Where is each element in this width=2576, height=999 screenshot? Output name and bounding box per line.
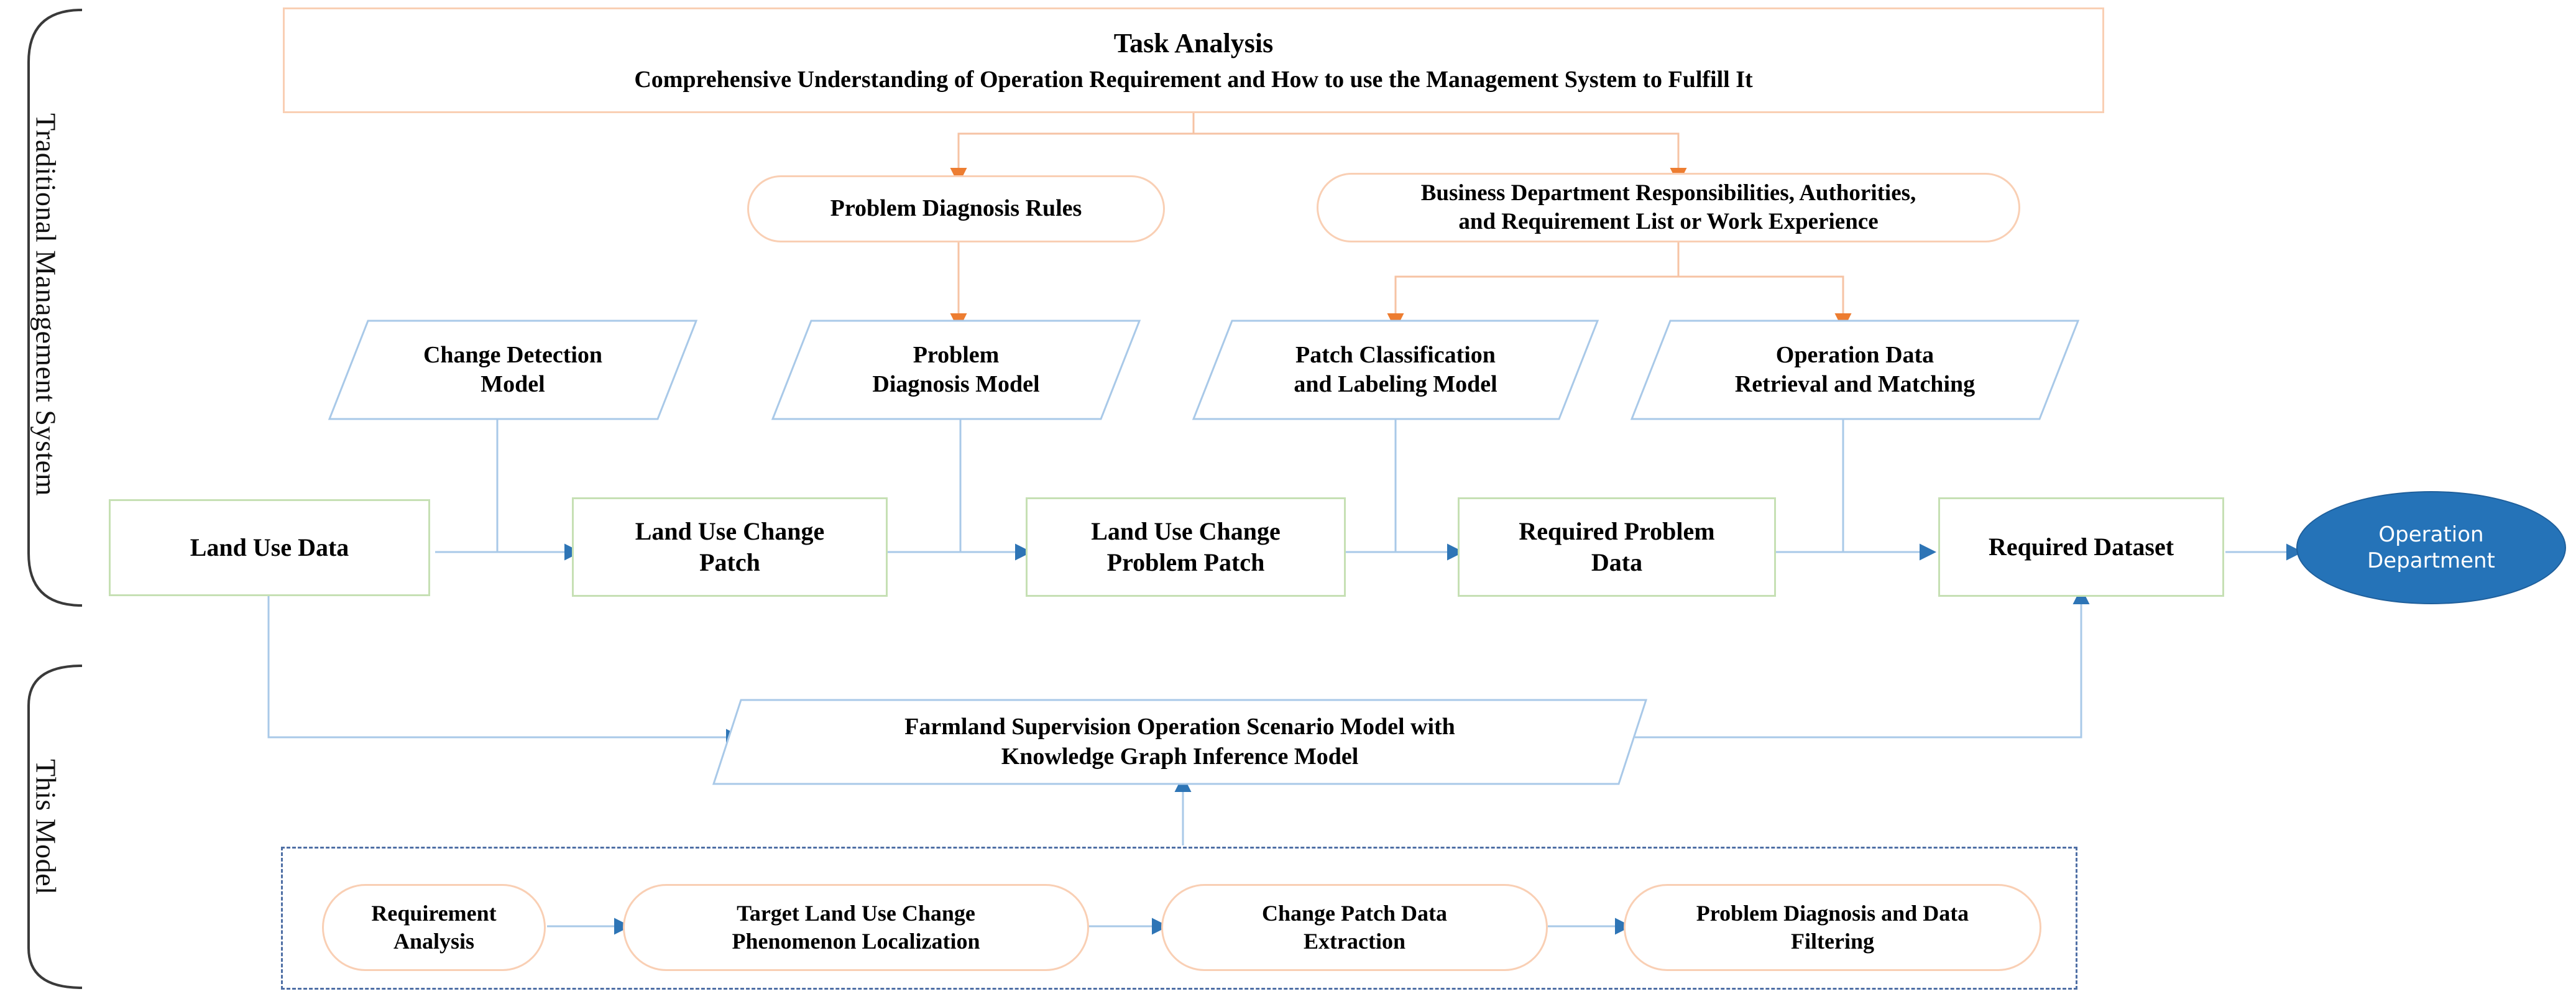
node-target-land-use-change-phenomenon-localization[interactable]: Target Land Use Change Phenomenon Locali… — [623, 884, 1089, 971]
node-label: Problem Diagnosis Model — [872, 341, 1040, 398]
node-problem-diagnosis-model[interactable]: Problem Diagnosis Model — [771, 320, 1141, 420]
node-land-use-data[interactable]: Land Use Data — [109, 499, 430, 596]
bracket-label-traditional: Traditional Management System — [30, 113, 62, 496]
node-land-use-change-problem-patch[interactable]: Land Use Change Problem Patch — [1026, 497, 1346, 597]
node-label: Operation Data Retrieval and Matching — [1734, 341, 1976, 398]
node-operation-department[interactable]: Operation Department — [2296, 491, 2566, 604]
node-requirement-analysis[interactable]: Requirement Analysis — [322, 884, 546, 971]
bracket-traditional-management-system — [27, 9, 83, 607]
node-problem-diagnosis-and-data-filtering[interactable]: Problem Diagnosis and Data Filtering — [1624, 884, 2041, 971]
bracket-this-model — [27, 665, 83, 989]
bracket-label-this-model: This Model — [30, 758, 62, 895]
task-analysis-subtitle: Comprehensive Understanding of Operation… — [634, 66, 1753, 93]
node-problem-diagnosis-rules[interactable]: Problem Diagnosis Rules — [747, 175, 1165, 242]
node-change-patch-data-extraction[interactable]: Change Patch Data Extraction — [1161, 884, 1548, 971]
node-required-problem-data[interactable]: Required Problem Data — [1458, 497, 1776, 597]
node-label: Patch Classification and Labeling Model — [1294, 341, 1497, 398]
node-label: Change Detection Model — [423, 341, 603, 398]
node-required-dataset[interactable]: Required Dataset — [1938, 497, 2224, 597]
task-analysis-title: Task Analysis — [1113, 27, 1274, 58]
node-land-use-change-patch[interactable]: Land Use Change Patch — [572, 497, 888, 597]
node-farmland-supervision-scenario-model[interactable]: Farmland Supervision Operation Scenario … — [712, 699, 1648, 785]
node-change-detection-model[interactable]: Change Detection Model — [328, 320, 698, 420]
node-business-department-responsibilities[interactable]: Business Department Responsibilities, Au… — [1317, 173, 2020, 242]
pipeline-dashed-container — [281, 847, 2077, 990]
task-analysis-box[interactable]: Task Analysis Comprehensive Understandin… — [283, 7, 2104, 113]
node-label: Farmland Supervision Operation Scenario … — [904, 714, 1455, 770]
node-operation-data-retrieval-matching[interactable]: Operation Data Retrieval and Matching — [1630, 320, 2080, 420]
node-patch-classification-labeling-model[interactable]: Patch Classification and Labeling Model — [1192, 320, 1599, 420]
